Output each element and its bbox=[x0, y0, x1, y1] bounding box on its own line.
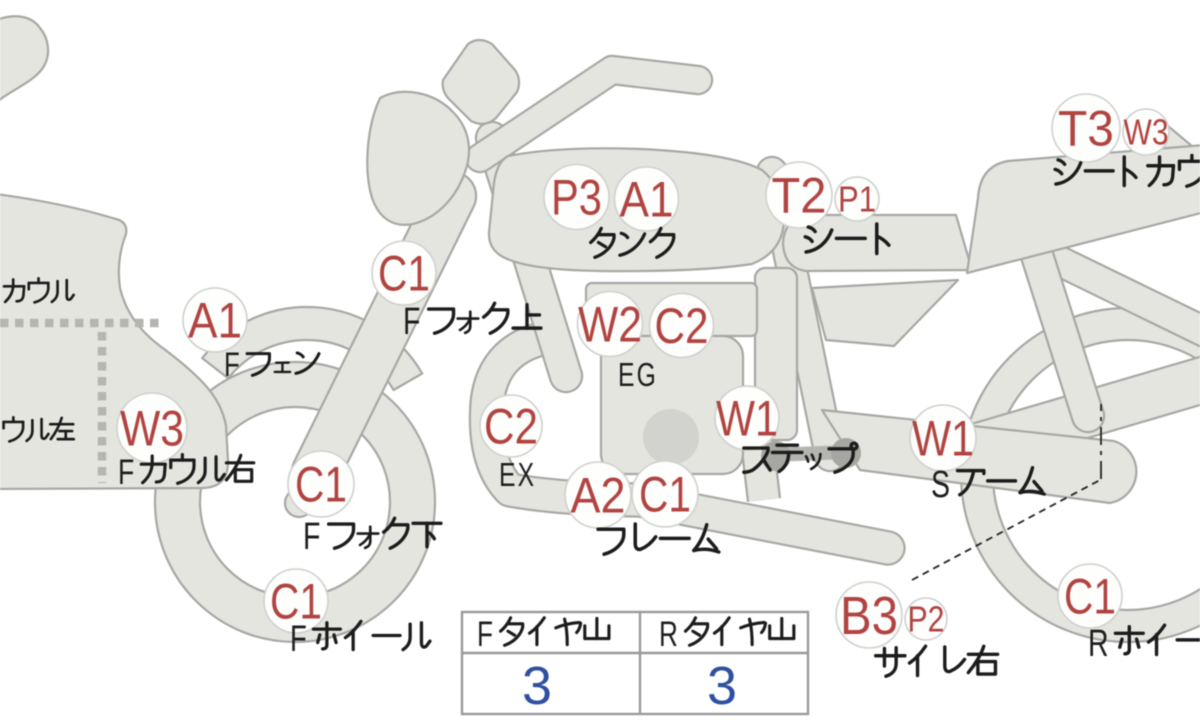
svg-text:B3: B3 bbox=[840, 586, 898, 646]
svg-text:3: 3 bbox=[707, 656, 737, 716]
svg-text:X: X bbox=[518, 456, 535, 493]
svg-text:W1: W1 bbox=[716, 391, 778, 447]
svg-text:A1: A1 bbox=[188, 293, 242, 349]
svg-text:T2: T2 bbox=[772, 168, 827, 224]
svg-text:3: 3 bbox=[522, 656, 552, 716]
svg-text:F: F bbox=[224, 346, 240, 384]
svg-text:W3: W3 bbox=[120, 401, 184, 457]
svg-text:E: E bbox=[618, 356, 635, 393]
svg-text:A2: A2 bbox=[571, 468, 626, 524]
svg-text:F: F bbox=[118, 452, 134, 492]
svg-text:T3: T3 bbox=[1058, 101, 1114, 157]
svg-text:P2: P2 bbox=[908, 599, 945, 640]
svg-text:F: F bbox=[403, 301, 420, 343]
svg-text:E: E bbox=[499, 456, 516, 493]
svg-text:C1: C1 bbox=[270, 574, 322, 630]
svg-text:P1: P1 bbox=[838, 179, 876, 220]
svg-text:P3: P3 bbox=[551, 170, 602, 226]
svg-text:A1: A1 bbox=[620, 172, 674, 228]
svg-text:C1: C1 bbox=[378, 246, 430, 302]
svg-text:F: F bbox=[477, 615, 493, 654]
svg-text:C1: C1 bbox=[295, 457, 347, 513]
svg-text:G: G bbox=[637, 356, 656, 393]
svg-text:W3: W3 bbox=[1124, 112, 1169, 153]
svg-text:C1: C1 bbox=[639, 467, 691, 523]
svg-text:W2: W2 bbox=[578, 297, 642, 353]
svg-text:C2: C2 bbox=[484, 399, 538, 455]
svg-text:W1: W1 bbox=[912, 411, 974, 467]
svg-text:F: F bbox=[303, 516, 320, 558]
svg-text:R: R bbox=[1088, 623, 1109, 665]
svg-text:F: F bbox=[290, 618, 307, 659]
svg-text:S: S bbox=[931, 464, 950, 506]
svg-text:R: R bbox=[659, 615, 678, 654]
svg-text:C1: C1 bbox=[1064, 569, 1116, 625]
svg-text:C2: C2 bbox=[655, 298, 709, 354]
